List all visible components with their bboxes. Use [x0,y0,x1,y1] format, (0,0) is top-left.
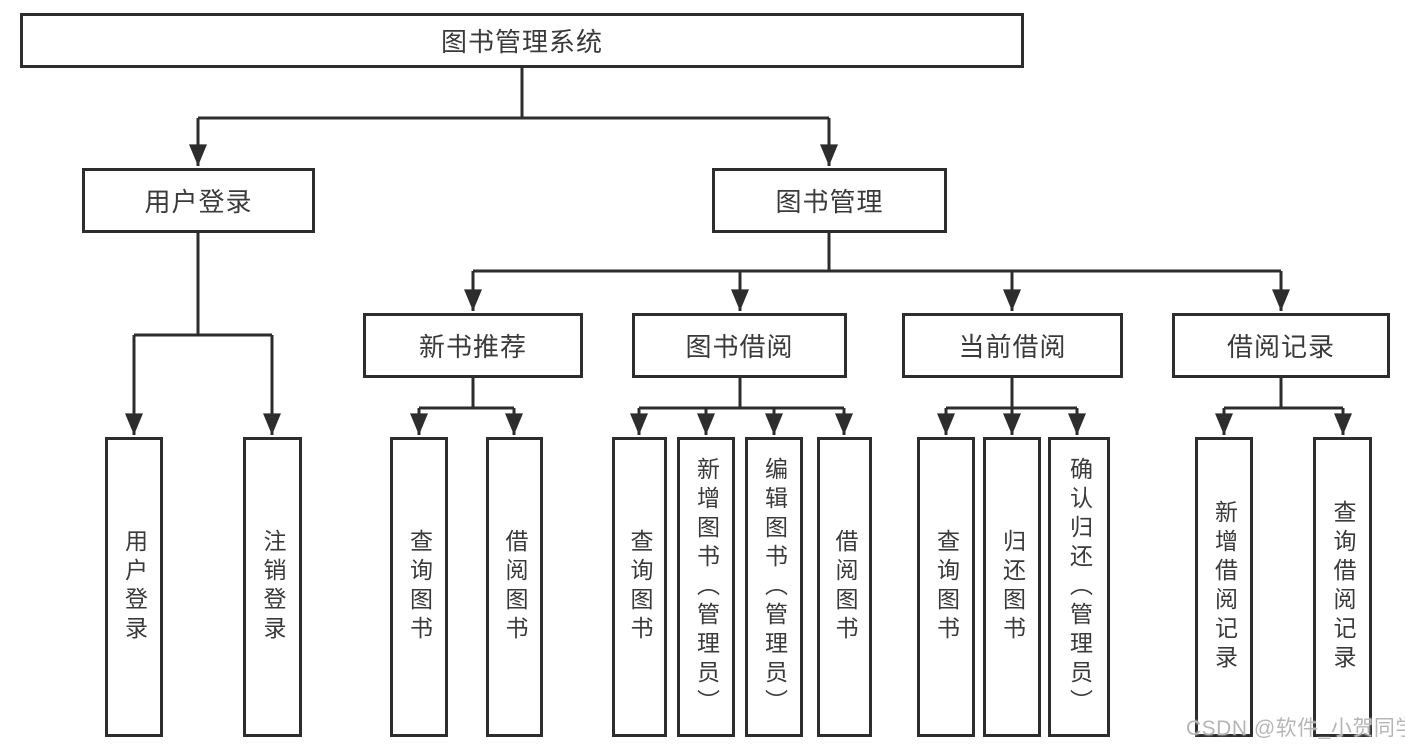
leaf-add-borrow-record: 新增借阅记录 [1195,437,1253,737]
node-borrow-records: 借阅记录 [1172,313,1390,378]
leaf-label: 查询图书 [406,529,433,645]
node-label: 当前借阅 [958,332,1067,362]
leaf-label: 用户登录 [121,529,148,645]
node-label: 借阅记录 [1226,332,1335,362]
leaf-label: 归还图书 [999,529,1026,645]
leaf-label: 借阅图书 [832,529,858,645]
node-user-login: 用户登录 [82,168,315,233]
leaf-query-books-3: 查询图书 [917,437,975,737]
node-label: 图书管理系统 [440,27,603,57]
leaf-logout: 注销登录 [243,437,302,737]
leaf-query-books-2: 查询图书 [612,437,667,737]
leaf-label: 确认归还（管理员） [1066,456,1093,718]
leaf-query-books-1: 查询图书 [390,437,448,737]
node-label: 新书推荐 [418,332,527,362]
leaf-label: 注销登录 [260,529,286,645]
csdn-watermark: CSDN @软件_小贺同学 [1186,717,1405,740]
node-library-management-system: 图书管理系统 [20,13,1024,68]
leaf-label: 新增借阅记录 [1211,500,1238,674]
leaf-borrow-books-2: 借阅图书 [817,437,872,737]
node-label: 图书借阅 [685,332,794,362]
leaf-user-login: 用户登录 [105,437,163,737]
leaf-return-book: 归还图书 [983,437,1041,737]
leaf-confirm-return-admin: 确认归还（管理员） [1048,437,1110,737]
leaf-label: 查询图书 [627,529,653,645]
leaf-label: 查询借阅记录 [1330,500,1356,674]
leaf-borrow-books-1: 借阅图书 [486,437,543,737]
node-label: 图书管理 [775,187,884,217]
node-label: 用户登录 [144,187,253,217]
leaf-edit-book-admin: 编辑图书（管理员） [745,437,803,737]
leaf-query-borrow-record: 查询借阅记录 [1313,437,1372,737]
leaf-label: 新增图书（管理员） [693,456,720,718]
leaf-label: 查询图书 [933,529,960,645]
leaf-add-book-admin: 新增图书（管理员） [677,437,735,737]
node-new-book-recommend: 新书推荐 [363,313,583,378]
leaf-label: 借阅图书 [502,529,528,645]
node-book-borrow: 图书借阅 [632,313,847,378]
node-book-management: 图书管理 [712,168,947,233]
leaf-label: 编辑图书（管理员） [761,456,788,718]
node-current-borrow: 当前借阅 [902,313,1123,378]
